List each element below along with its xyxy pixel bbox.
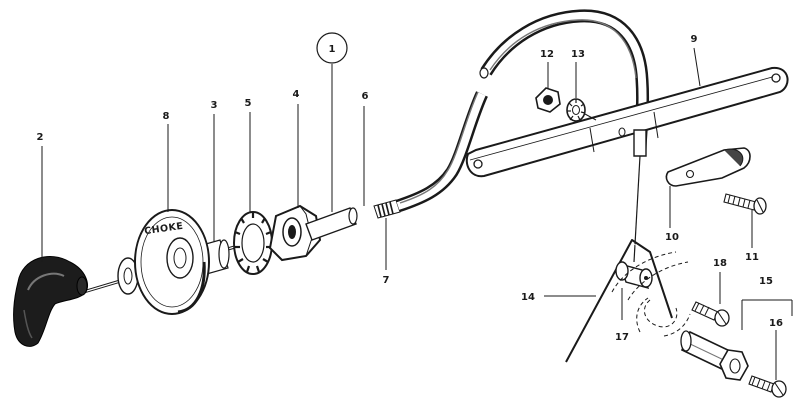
part-number-13: 13 [571, 49, 585, 60]
part-number-8: 8 [163, 111, 170, 122]
choke-bezel: CHOKE [134, 209, 210, 315]
part-number-7: 7 [383, 275, 390, 286]
ferrule-spring [373, 199, 401, 219]
part-number-14: 14 [521, 292, 535, 303]
part-number-15: 15 [759, 276, 773, 287]
lock-washer [233, 211, 273, 275]
stop-screw [748, 375, 787, 398]
part-number-2: 2 [37, 132, 44, 143]
part-number-3: 3 [211, 100, 218, 111]
part-number-16: 16 [769, 318, 783, 329]
trunnion-screw [691, 301, 730, 327]
part-number-5: 5 [245, 98, 252, 109]
leader-lines [41, 47, 793, 380]
small-washer [566, 98, 597, 122]
phantom-outline [611, 251, 691, 337]
cable-stop-tube [680, 330, 749, 381]
lever-bracket [465, 66, 789, 178]
part-number-4: 4 [293, 89, 300, 100]
wire-link [565, 239, 673, 363]
part-number-18: 18 [713, 258, 727, 269]
part-number-11: 11 [745, 252, 759, 263]
part-number-12: 12 [540, 49, 554, 60]
part-number-17: 17 [615, 332, 629, 343]
cable-clip [665, 147, 751, 187]
clip-screw [723, 193, 767, 215]
knob-collar [117, 257, 139, 295]
trunnion [615, 261, 653, 290]
part-number-6: 6 [362, 91, 369, 102]
small-nut [535, 87, 561, 113]
pull-knob [13, 256, 88, 347]
outer-cable-casing-lower [395, 91, 488, 213]
outer-tube [305, 207, 358, 241]
cable-end-sleeve [633, 129, 647, 157]
bezel-stamp-text: CHOKE [144, 221, 185, 237]
callout-1: 1 [316, 32, 348, 64]
hex-nut [268, 204, 322, 262]
part-number-9: 9 [691, 34, 698, 45]
part-number-1: 1 [329, 44, 336, 55]
part-number-10: 10 [665, 232, 679, 243]
